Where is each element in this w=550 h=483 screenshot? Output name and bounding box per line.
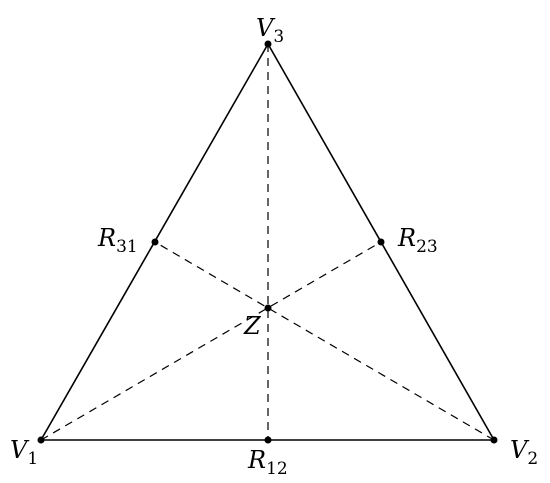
point-r31 xyxy=(151,238,159,246)
point-z xyxy=(264,304,272,312)
label-v2: V2 xyxy=(510,436,538,469)
point-v2 xyxy=(490,436,498,444)
point-v1 xyxy=(37,436,45,444)
label-r31: R31 xyxy=(97,224,138,257)
label-r23: R23 xyxy=(397,224,438,257)
point-v3 xyxy=(264,40,272,48)
label-v1: V1 xyxy=(10,436,38,469)
label-z: Z xyxy=(243,312,262,340)
median-v1-r23 xyxy=(40,241,382,441)
point-r12 xyxy=(264,436,272,444)
point-r23 xyxy=(377,238,385,246)
label-r12: R12 xyxy=(247,446,288,479)
label-v3: V3 xyxy=(256,14,284,47)
median-v2-r31 xyxy=(154,241,495,441)
